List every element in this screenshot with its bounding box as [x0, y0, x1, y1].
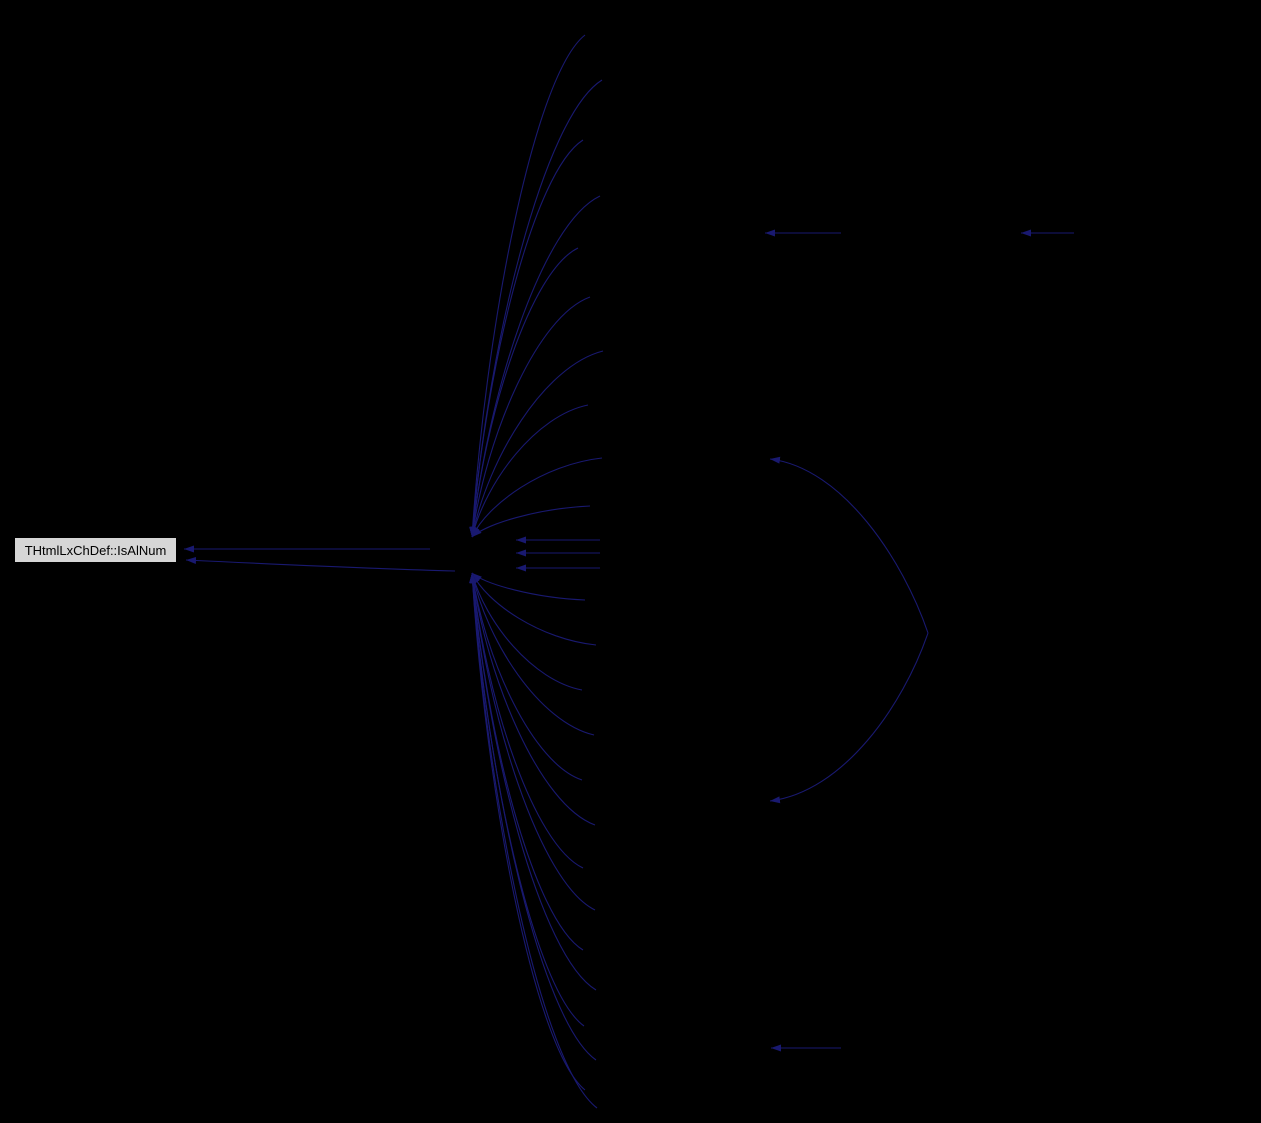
edge — [471, 505, 591, 538]
edge — [469, 572, 598, 1109]
edge — [769, 632, 929, 804]
edge — [470, 572, 583, 781]
edge — [469, 572, 597, 1061]
edge — [470, 350, 604, 538]
edge — [469, 572, 596, 911]
edges — [184, 34, 1074, 1109]
edge — [185, 556, 456, 572]
edge — [469, 139, 584, 538]
edge — [471, 404, 589, 538]
edge — [469, 572, 596, 826]
edge — [469, 34, 586, 538]
edge — [469, 572, 597, 991]
edge — [470, 572, 595, 736]
graph-node-label: THtmlLxChDef::IsAlNum — [24, 542, 167, 558]
edge — [469, 296, 591, 538]
edge — [769, 456, 929, 634]
edge — [469, 195, 601, 538]
edge — [469, 79, 603, 538]
edge — [471, 572, 597, 646]
edge — [469, 247, 579, 538]
edge — [471, 572, 583, 691]
edge — [471, 457, 603, 538]
graph-node-isalnum[interactable]: THtmlLxChDef::IsAlNum — [14, 537, 177, 563]
edge — [469, 572, 584, 951]
